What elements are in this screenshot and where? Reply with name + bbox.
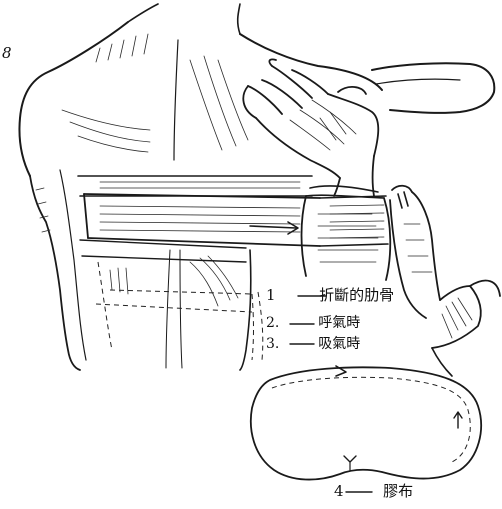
callout-3-marker: 3. [266,336,279,352]
callout-2-marker: 2. [266,315,279,331]
callout-4-text: 膠布 [383,482,413,500]
callout-2-text: 呼氣時 [318,315,360,331]
chest-cross-section [251,366,481,480]
upper-arm-sleeve [372,63,494,113]
lower-forearm [302,196,391,280]
callout-3-text: 吸氣時 [318,336,360,352]
callout-1-text: 折斷的肋骨 [319,286,394,304]
figure-number: 8 [2,44,12,62]
scapula-shading [36,34,248,306]
upper-hand [243,59,384,198]
callout-4: 4 膠布 [334,484,413,499]
callout-3: 3. 吸氣時 [266,337,360,351]
tape-strips [78,176,388,262]
breathing-contours [96,262,263,360]
lower-hand [390,186,500,376]
callout-4-marker: 4 [334,482,344,500]
callout-2: 2. 呼氣時 [266,316,360,330]
callout-1-marker: 1 [266,286,276,304]
callout-1: 1 折斷的肋骨 [266,288,394,303]
